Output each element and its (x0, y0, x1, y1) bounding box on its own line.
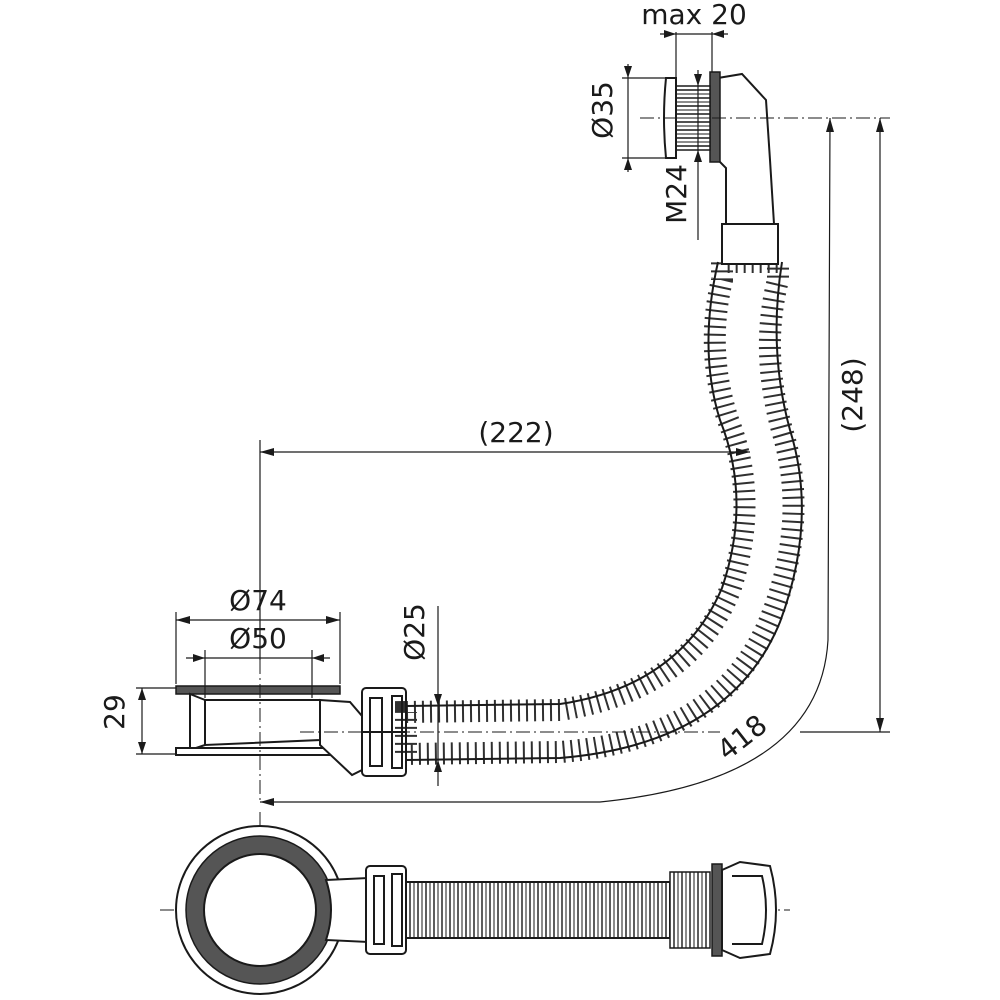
arrow (694, 150, 702, 162)
dim-label-drain-diameter: Ø50 (229, 622, 287, 655)
arrow (664, 30, 676, 38)
arrow (176, 616, 190, 624)
overflow-cover-top (721, 860, 777, 960)
dim-label-horizontal-offset: (222) (478, 416, 553, 449)
arrow (260, 448, 274, 456)
top-view (160, 812, 790, 995)
dim-overflow-diameter: Ø35 (586, 64, 668, 172)
arrow (736, 448, 750, 456)
outlet-nut-top-rib (373, 875, 385, 945)
dim-max-20: max 20 (641, 0, 747, 78)
overflow-thread-top (669, 871, 711, 949)
overflow-elbow (717, 72, 776, 225)
arrow (193, 654, 205, 662)
dim-label-hose-length: 418 (711, 708, 773, 767)
dim-outlet-diameter: Ø74 (175, 584, 341, 684)
arrow (624, 66, 632, 78)
arrow (876, 718, 884, 732)
dim-overflow-thread: M24 (660, 70, 702, 240)
dim-drain-height: 29 (98, 687, 176, 755)
dim-label-overflow-thread: M24 (660, 164, 693, 224)
overflow-cover-detail (732, 875, 767, 945)
arrow (138, 742, 146, 754)
arrow (826, 118, 834, 132)
drain-body-side (175, 685, 363, 777)
dim-label-outlet-diameter: Ø74 (229, 584, 287, 617)
dim-label-vertical-offset: (248) (836, 357, 869, 432)
drain-chamber (204, 699, 321, 747)
arrow (138, 688, 146, 700)
arrow (312, 654, 324, 662)
hose-inner-edge (405, 261, 803, 761)
dim-label-overflow-diameter: Ø35 (586, 81, 619, 139)
arrow (712, 30, 724, 38)
drain-flange-top (175, 685, 341, 695)
dim-drain-diameter: Ø50 (186, 622, 330, 698)
dim-horizontal-offset: (222) (259, 416, 750, 660)
dim-label-pipe-diameter: Ø25 (398, 603, 431, 661)
arrow (326, 616, 340, 624)
drain-outlet-neck (319, 698, 363, 777)
arrow (624, 158, 632, 170)
corrugated-hose-side (395, 251, 805, 766)
arrow (434, 694, 442, 706)
outlet-nut-top-rib (391, 873, 403, 947)
drain-opening (203, 853, 317, 967)
arrow (260, 798, 274, 806)
arrow (876, 118, 884, 132)
arrow (434, 760, 442, 772)
drain-outlet-arm-top (324, 876, 369, 944)
overflow-sleeve (721, 223, 779, 265)
hose-outer-edge (405, 261, 738, 707)
overflow-gasket-top (711, 863, 723, 957)
dim-curve (260, 117, 831, 803)
hose-ribs (395, 251, 805, 766)
dim-pipe-diameter: Ø25 (398, 603, 442, 786)
overflow-gasket (709, 71, 721, 163)
dim-label-max-clamp: max 20 (641, 0, 747, 31)
drain-wall-left (189, 692, 206, 752)
dim-label-drain-height: 29 (98, 694, 131, 730)
dim-vertical-offset: (248) (800, 118, 890, 733)
arrow (694, 74, 702, 86)
corrugated-hose-top (405, 881, 671, 939)
